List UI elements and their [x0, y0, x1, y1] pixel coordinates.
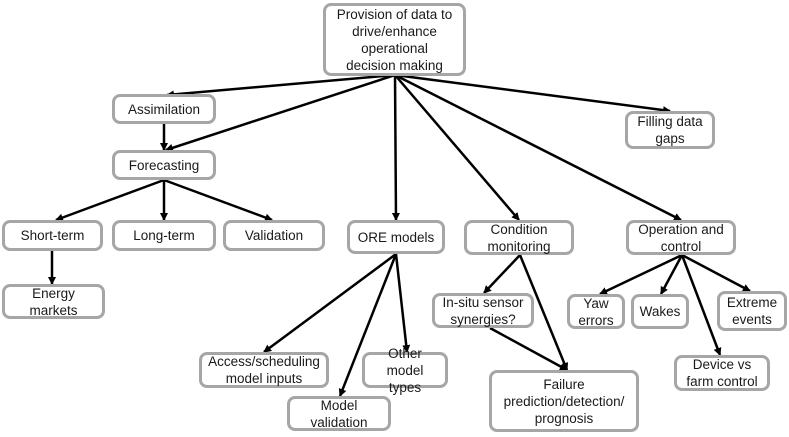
edge-operation-control-to-device-vs-farm	[680, 254, 722, 356]
node-other-model-types: Other model types	[362, 346, 448, 395]
node-condition-monitoring: Condition monitoring	[464, 220, 574, 255]
node-root: Provision of data to drive/enhance opera…	[323, 3, 466, 76]
node-access-scheduling-model-inputs: Access/scheduling model inputs	[199, 352, 329, 388]
node-in-situ-sensor-synergies: In-situ sensor synergies?	[432, 293, 534, 328]
edge-forecasting-to-validation	[163, 178, 273, 222]
edge-forecasting-to-short-term	[55, 178, 165, 222]
node-validation: Validation	[223, 220, 325, 251]
node-ore-models: ORE models	[347, 220, 445, 254]
edge-operation-control-to-yaw-errors	[599, 253, 683, 296]
node-assimilation: Assimilation	[112, 94, 216, 124]
edge-ore-models-to-model-validation	[338, 253, 398, 397]
node-failure-prediction: Failure prediction/detection/ prognosis	[489, 370, 639, 432]
node-device-vs-farm-control: Device vs farm control	[674, 355, 770, 391]
edge-root-to-filling-gaps	[394, 73, 671, 115]
edge-root-to-condition-monitoring	[394, 74, 520, 221]
node-wakes: Wakes	[631, 294, 689, 329]
edge-insitu-to-failure	[489, 326, 568, 372]
edge-condition-monitoring-to-failure	[518, 254, 569, 371]
node-filling-data-gaps: Filling data gaps	[625, 111, 715, 149]
node-short-term: Short-term	[2, 220, 103, 251]
node-yaw-errors: Yaw errors	[567, 294, 625, 329]
node-long-term: Long-term	[112, 220, 216, 251]
edge-condition-monitoring-to-insitu	[483, 254, 521, 294]
node-model-validation: Model validation	[287, 396, 391, 431]
node-operation-and-control: Operation and control	[626, 220, 736, 255]
edge-root-to-assimilation	[166, 73, 396, 99]
node-forecasting: Forecasting	[112, 150, 216, 180]
edge-operation-control-to-extreme-events	[681, 253, 751, 293]
node-extreme-events: Extreme events	[717, 291, 787, 331]
edge-root-to-forecasting	[165, 73, 396, 152]
edge-ore-models-to-access-scheduling	[263, 252, 397, 354]
edge-ore-models-to-other-model-types	[394, 253, 411, 353]
edge-root-to-operation-control	[394, 73, 682, 222]
edge-operation-control-to-wakes	[659, 254, 684, 295]
node-energy-markets: Energy markets	[2, 284, 105, 319]
edge-root-to-ore-models	[391, 74, 400, 221]
